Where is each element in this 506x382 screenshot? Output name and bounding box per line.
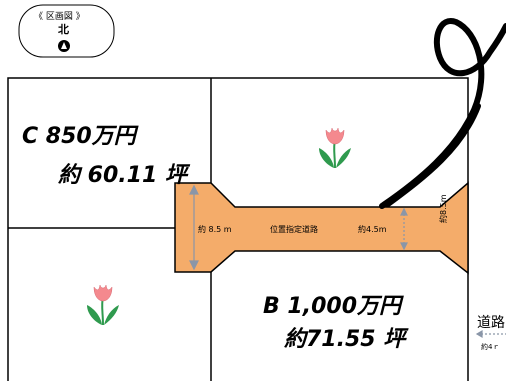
scribble-mark: [379, 18, 506, 209]
tulip-icon: [319, 127, 351, 169]
road-width-mid: 約4.5m: [358, 225, 387, 234]
road-width-left: 約 8.5 m: [198, 225, 232, 234]
road-width-right: 約8.5m: [439, 194, 448, 223]
lot-b-price: B 1,000万円: [263, 294, 402, 319]
private-road: [174, 181, 469, 275]
compass-north-label: 北: [58, 23, 69, 36]
lot-c-area: 約 60.11 坪: [58, 163, 187, 188]
lot-b-area: 約71.55 坪: [284, 327, 406, 352]
road-name: 位置指定道路: [270, 225, 318, 234]
compass-badge: [18, 4, 115, 58]
outside-road-width: 約4ｒ: [481, 343, 500, 351]
outside-road-label: 道路: [477, 315, 505, 331]
compass-heading: 《 区画図 》: [34, 12, 85, 22]
tulip-icon: [87, 284, 119, 326]
dimension-arrows: [189, 184, 506, 339]
lot-c-price: C 850万円: [22, 124, 136, 149]
